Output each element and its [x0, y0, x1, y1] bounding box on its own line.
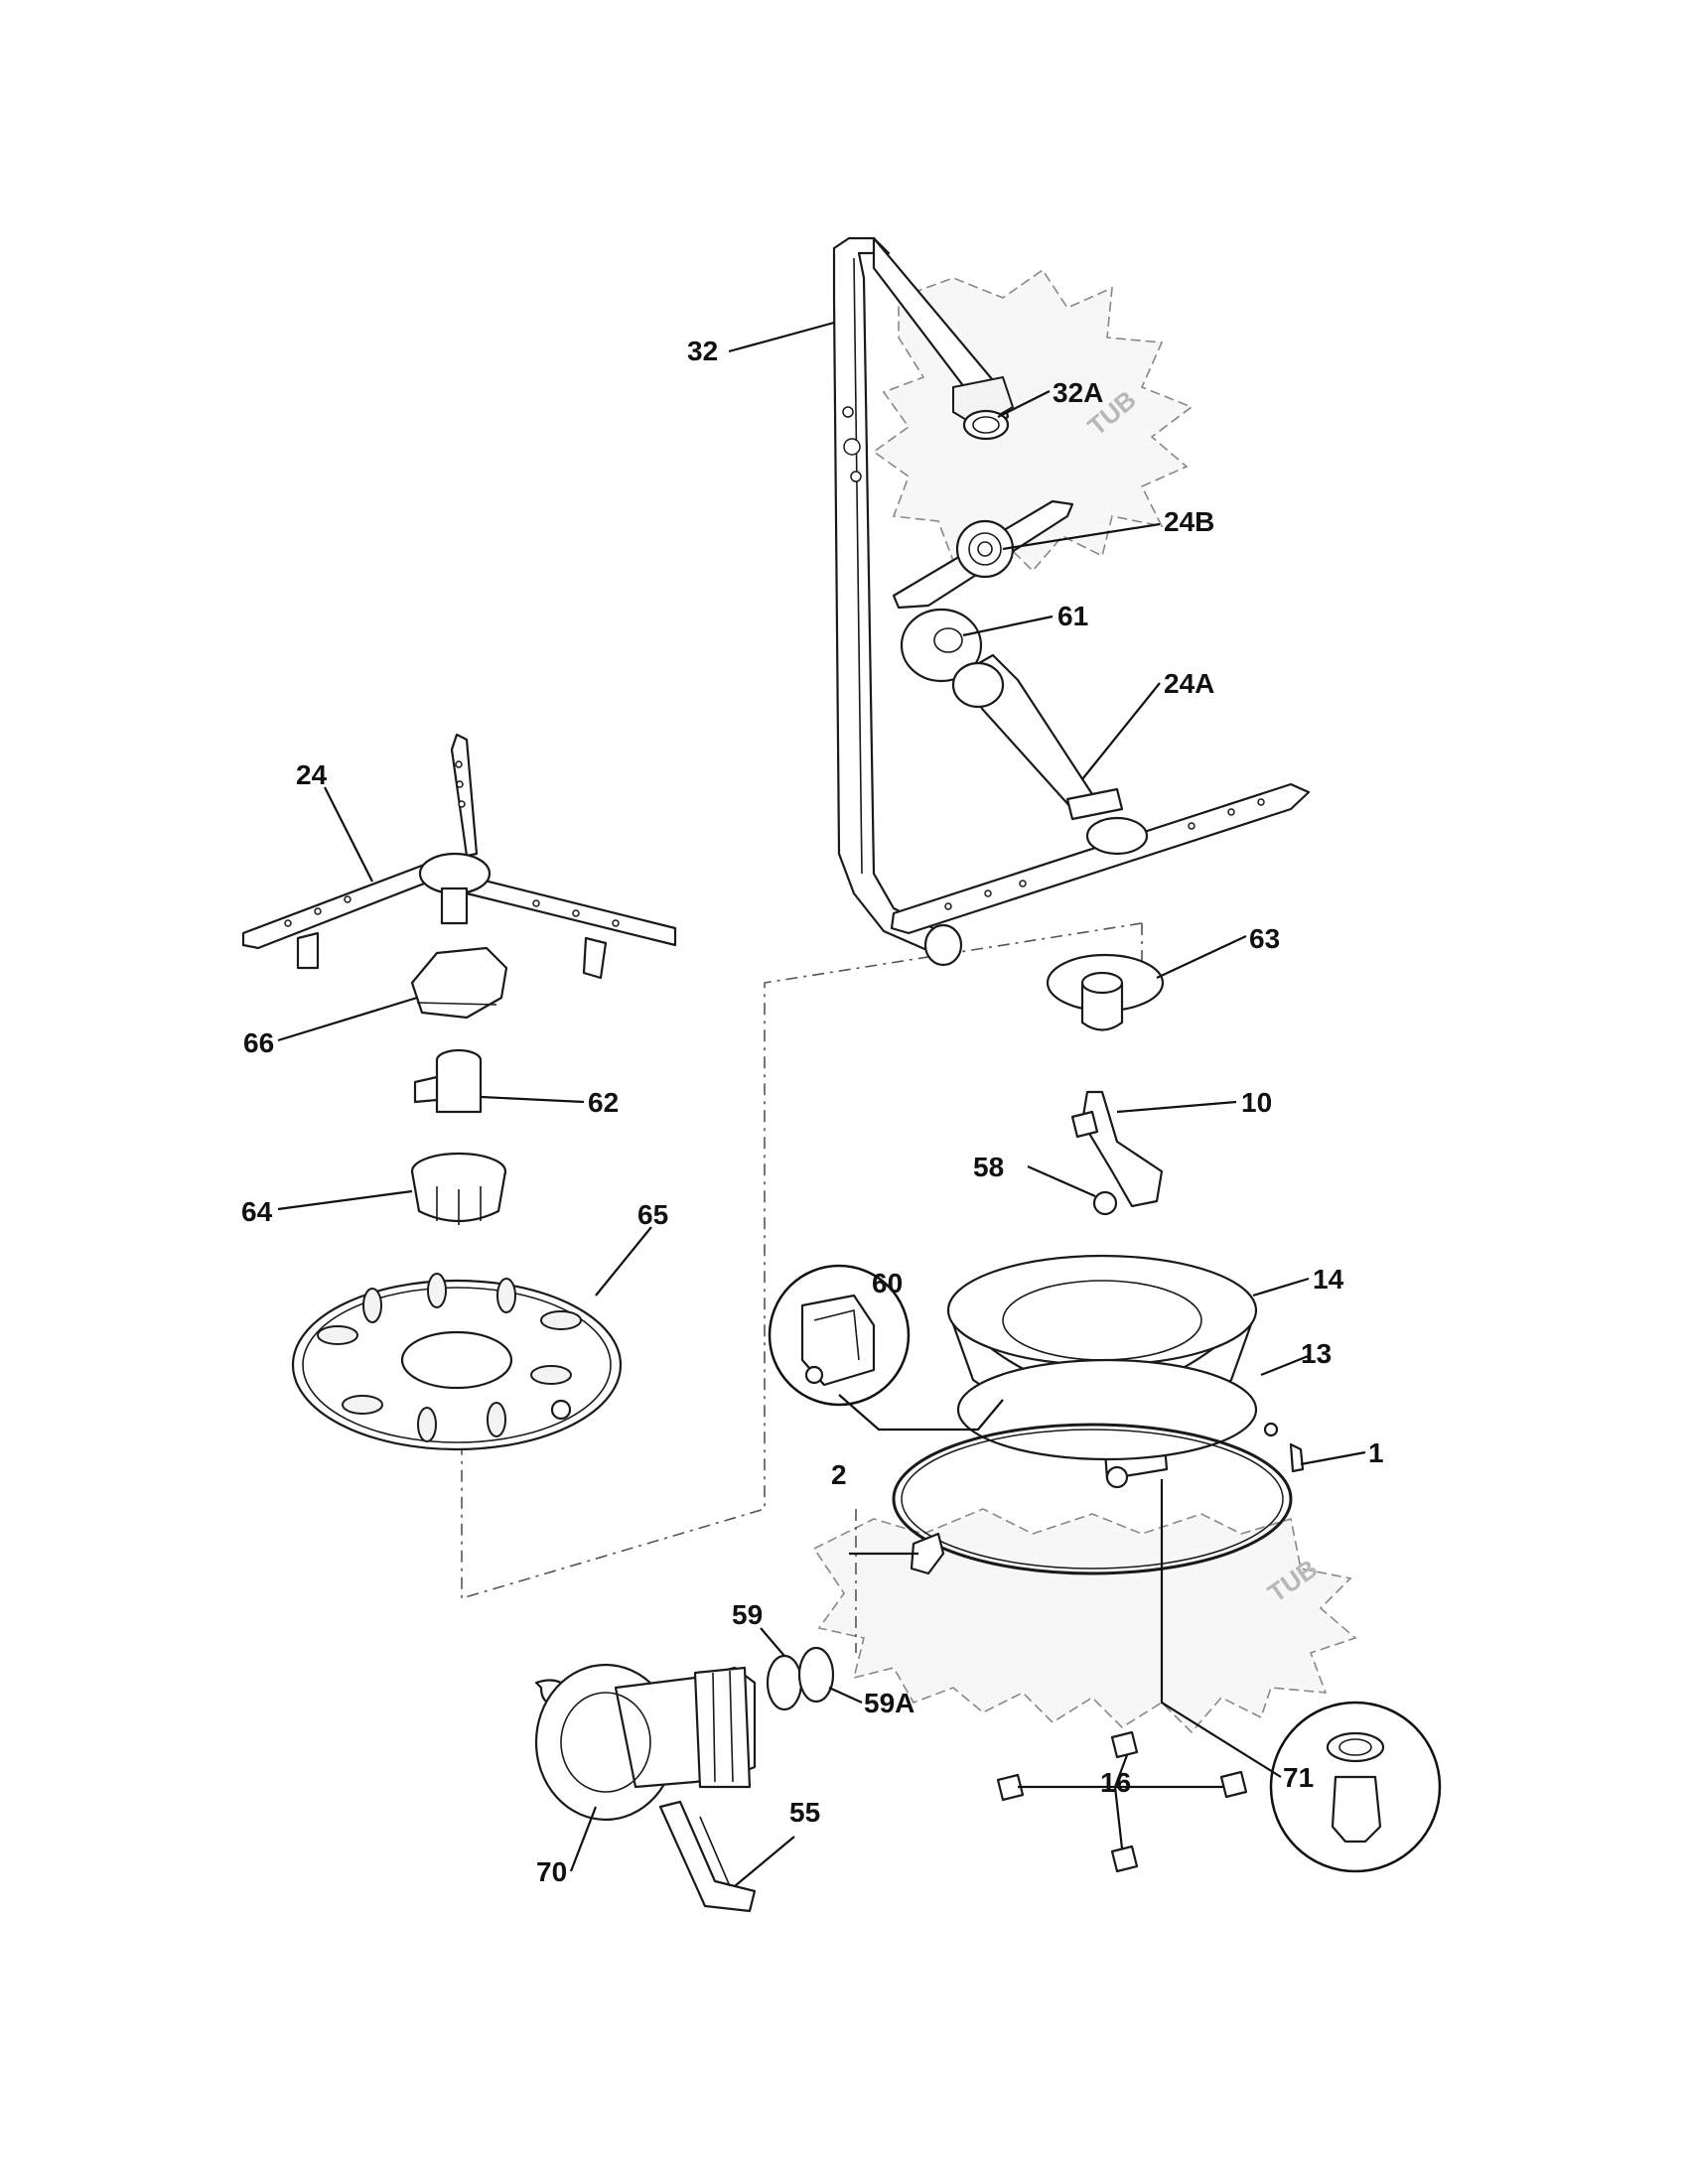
callout-65: 65 — [637, 1199, 668, 1230]
ball-part-58 — [1092, 1190, 1118, 1216]
upper-spray-arm-part-24b — [892, 499, 1074, 610]
callout-24b: 24B — [1164, 506, 1214, 537]
gasket-ring-part-13 — [956, 1358, 1279, 1461]
part-63 — [1046, 953, 1165, 1031]
ring-part-32a — [962, 409, 1010, 441]
callout-16: 16 — [1100, 1767, 1131, 1798]
disc-part-61 — [900, 608, 983, 683]
callout-71: 71 — [1283, 1762, 1314, 1793]
part-10 — [1070, 1090, 1164, 1208]
callout-70: 70 — [536, 1856, 567, 1887]
callout-59a: 59A — [864, 1688, 914, 1718]
callout-63: 63 — [1249, 923, 1280, 954]
part-66 — [410, 946, 508, 1020]
callout-labels: 32 32A 24B 61 24A 24 63 66 62 10 58 64 6… — [241, 336, 1384, 1887]
callout-14: 14 — [1313, 1264, 1344, 1295]
callout-24a: 24A — [1164, 668, 1214, 699]
filter-plate-part-65 — [291, 1273, 623, 1451]
callout-32a: 32A — [1053, 377, 1103, 408]
pump-part-70 — [534, 1663, 757, 1822]
spray-arm-part-24 — [241, 733, 677, 980]
filter-cup-part-64 — [410, 1152, 507, 1225]
callout-2: 2 — [831, 1459, 847, 1490]
lower-tub-outline: TUB — [812, 1508, 1357, 1734]
callout-10: 10 — [1241, 1087, 1272, 1118]
callout-1: 1 — [1368, 1437, 1384, 1468]
callout-60: 60 — [872, 1268, 903, 1298]
callout-13: 13 — [1301, 1338, 1332, 1369]
inset-part-71 — [1269, 1701, 1442, 1873]
inset-part-60 — [768, 1264, 911, 1407]
callout-62: 62 — [588, 1087, 619, 1118]
o-ring-part-59 — [766, 1654, 803, 1711]
callout-61: 61 — [1057, 601, 1088, 631]
callout-66: 66 — [243, 1027, 274, 1058]
ring-part-1 — [892, 1423, 1305, 1575]
conduit-pipe-part-32 — [832, 236, 1015, 967]
bracket-part-55 — [658, 1800, 757, 1913]
callout-59: 59 — [732, 1599, 763, 1630]
pad-parts-16 — [996, 1730, 1248, 1873]
callout-55: 55 — [789, 1797, 820, 1828]
lower-spray-arm-part-24a — [890, 653, 1311, 935]
o-ring-part-59a — [797, 1646, 835, 1704]
callout-58: 58 — [973, 1152, 1004, 1182]
callout-32: 32 — [687, 336, 718, 366]
leader-lines — [277, 321, 1366, 1887]
callout-64: 64 — [241, 1196, 273, 1227]
callout-24: 24 — [296, 759, 328, 790]
part-62 — [413, 1048, 483, 1114]
clip-part-2 — [910, 1532, 945, 1575]
